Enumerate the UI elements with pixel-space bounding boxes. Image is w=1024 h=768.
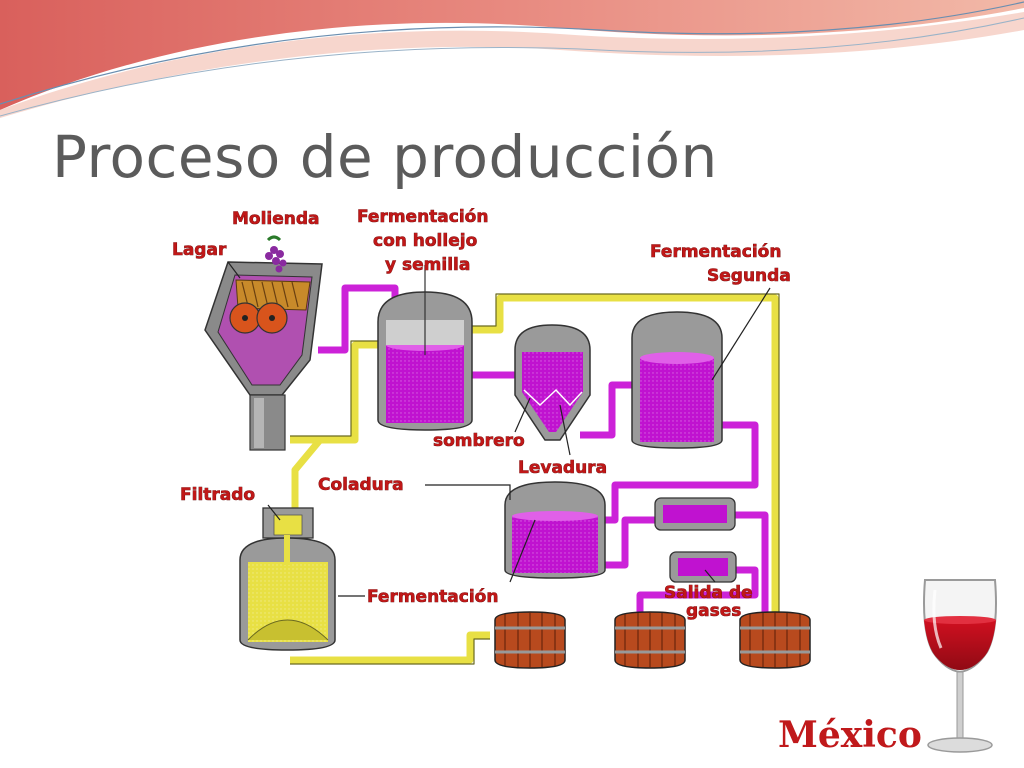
label-salida-gases-1: Salida de: [664, 583, 753, 603]
grapes-icon: [265, 235, 287, 273]
wine-glass-icon: [923, 579, 997, 753]
label-molienda: Molienda: [232, 209, 320, 229]
header-banner: [0, 0, 1024, 118]
label-salida-gases-2: gases: [686, 601, 741, 621]
wine-process-diagram: Molienda Lagar Fermentación con hollejo …: [172, 207, 811, 669]
page-title: Proceso de producción: [52, 123, 718, 191]
tank-sombrero: [514, 324, 591, 441]
purple-pipes: [318, 284, 769, 625]
label-coladura: Coladura: [318, 475, 404, 495]
tank-coladura: [504, 481, 606, 579]
barrel-2: [614, 611, 686, 669]
label-fermentacion-segunda-2: Segunda: [707, 266, 791, 286]
label-fermentacion-hollejo-2: con hollejo: [373, 231, 477, 251]
lagar-hopper: [204, 261, 323, 451]
barrel-3: [739, 611, 811, 669]
label-fermentacion-segunda-1: Fermentación: [650, 242, 781, 262]
tank-fermentacion-hollejo: [377, 265, 473, 431]
label-lagar: Lagar: [172, 240, 227, 260]
label-levadura: Levadura: [518, 458, 607, 478]
label-filtrado: Filtrado: [180, 485, 255, 505]
label-fermentacion: Fermentación: [367, 587, 498, 607]
country-label: México: [778, 714, 922, 756]
leader-lines: [227, 261, 771, 597]
barrel-1: [494, 611, 566, 669]
tank-fermentacion-final: [239, 507, 336, 651]
label-fermentacion-hollejo-3: y semilla: [385, 255, 470, 275]
gas-cylinders: [654, 497, 737, 583]
tank-fermentacion-segunda: [631, 311, 723, 449]
label-fermentacion-hollejo-1: Fermentación: [357, 207, 488, 227]
yellow-pipes: [290, 294, 779, 664]
label-sombrero: sombrero: [433, 431, 525, 451]
